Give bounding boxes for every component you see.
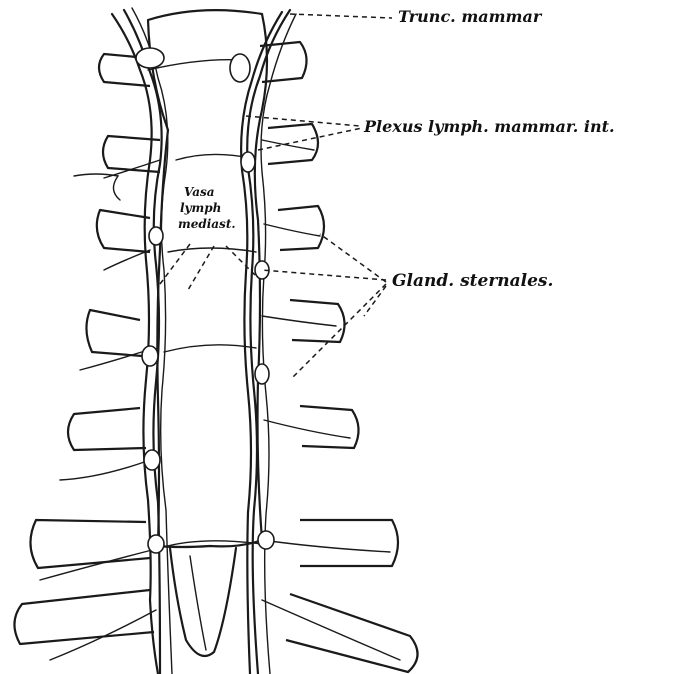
rib-right-7 [286, 594, 418, 672]
label-vasa-line2: lymph [180, 201, 221, 215]
rib-left-5 [68, 408, 146, 450]
label-truncus-mammar: Trunc. mammar [398, 7, 543, 26]
gland-5-right [255, 364, 269, 384]
right-vessel-c [261, 14, 296, 674]
rib-left-3 [97, 210, 150, 252]
leader-glands-4 [364, 286, 386, 316]
gland-6-right [258, 531, 274, 549]
gland-3-left [149, 227, 163, 245]
gland-2-right [241, 152, 255, 172]
left-branch-3 [104, 250, 150, 270]
sternal-glands [136, 48, 274, 553]
label-vasa-line3: mediast. [178, 217, 236, 231]
rib-right-3 [278, 206, 324, 250]
label-plexus-lymph: Plexus lymph. mammar. int. [363, 117, 615, 136]
gland-upper-left [136, 48, 164, 68]
sternal-junction-1 [176, 154, 250, 160]
xiphoid-inner [190, 556, 206, 650]
left-stray-vessel [74, 174, 120, 200]
rib-right-6 [300, 520, 398, 566]
leader-glands-1 [262, 270, 386, 280]
rib-right-2 [268, 124, 318, 164]
gland-5-left [144, 450, 160, 470]
xiphoid-process [170, 548, 236, 656]
label-vasa-line1: Vasa [184, 185, 215, 199]
right-vessel-a [247, 10, 290, 674]
sternal-junction-3 [164, 345, 256, 352]
label-gland-sternales: Gland. sternales. [392, 271, 553, 291]
leader-vasa-2 [188, 246, 214, 290]
gland-upper-right [230, 54, 250, 82]
gland-4-left [142, 346, 158, 366]
leader-truncus [290, 14, 392, 18]
right-ribs [260, 42, 418, 672]
gland-6-left [148, 535, 164, 553]
left-ribs [14, 54, 160, 644]
rib-left-6 [30, 520, 150, 568]
left-branch-5 [60, 460, 150, 480]
rib-left-4 [86, 310, 142, 356]
rib-right-5 [300, 406, 359, 448]
rib-left-7 [14, 590, 154, 644]
